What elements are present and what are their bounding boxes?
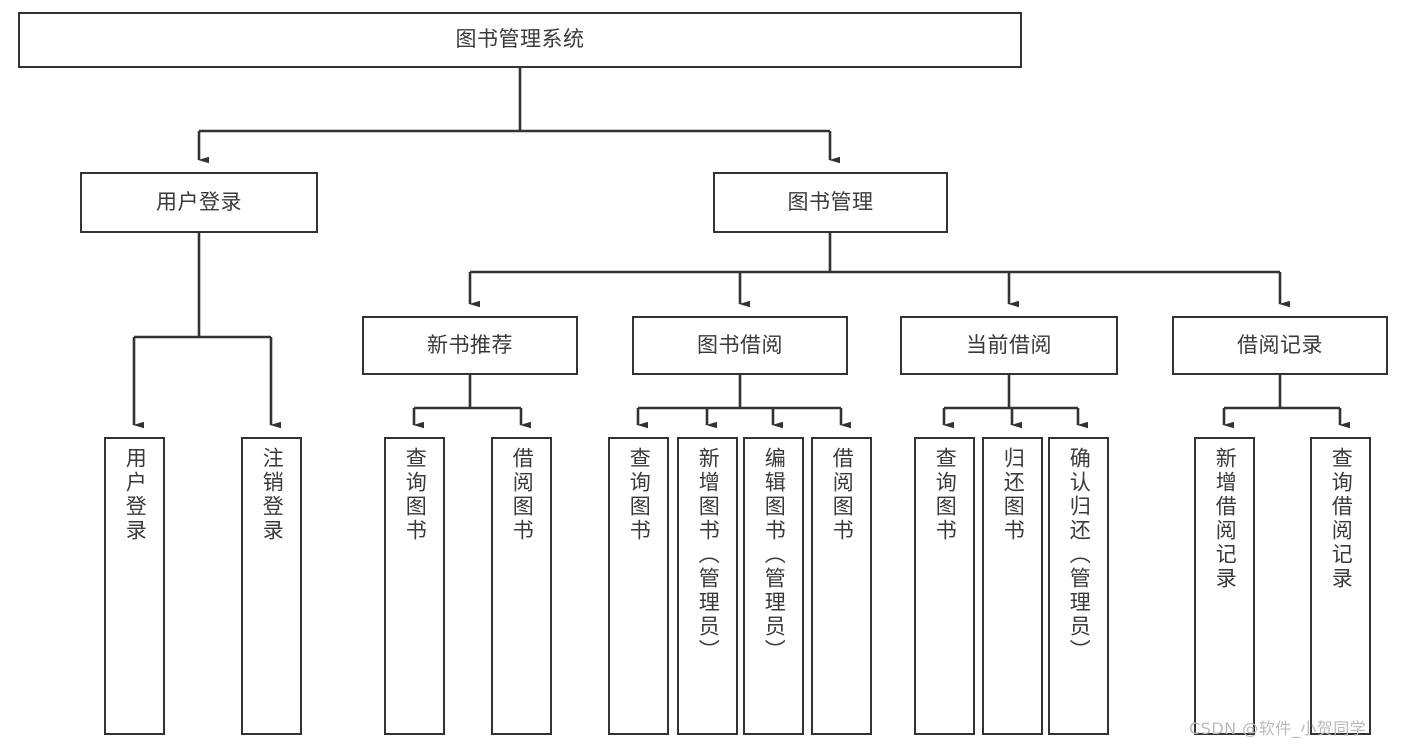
node-label: 图书管理系统 [455,27,585,52]
node-label: 借阅图书 [830,447,855,543]
leaf-borrow-add-book-admin[interactable]: 新增图书（管理员） [677,437,738,735]
node-label: 用户登录 [123,447,148,543]
node-label: 查询图书 [403,447,428,543]
node-user-login[interactable]: 用户登录 [80,172,318,233]
node-label: 当前借阅 [966,332,1052,357]
node-label: 查询图书 [933,447,958,543]
node-label: 用户登录 [156,189,242,214]
leaf-records-query-record[interactable]: 查询借阅记录 [1310,437,1371,735]
leaf-user-login-signin[interactable]: 用户登录 [104,437,165,735]
leaf-current-return-book[interactable]: 归还图书 [982,437,1043,735]
node-label: 借阅记录 [1237,332,1323,357]
node-label: 图书管理 [787,189,874,214]
node-label: 新增图书（管理员） [696,447,721,663]
node-label: 图书借阅 [697,332,783,357]
leaf-new-books-borrow-book[interactable]: 借阅图书 [491,437,552,735]
leaf-borrow-query-book[interactable]: 查询图书 [608,437,669,735]
node-label: 借阅图书 [510,447,535,543]
node-borrowing-records[interactable]: 借阅记录 [1172,316,1388,375]
node-label: 确认归还（管理员） [1067,447,1092,663]
node-label: 查询借阅记录 [1329,447,1354,591]
node-label: 归还图书 [1001,447,1026,543]
node-current-borrowing[interactable]: 当前借阅 [900,316,1118,375]
node-book-management[interactable]: 图书管理 [713,172,948,233]
leaf-current-query-book[interactable]: 查询图书 [914,437,975,735]
node-new-book-recommendation[interactable]: 新书推荐 [362,316,578,375]
leaf-borrow-borrow-book[interactable]: 借阅图书 [811,437,872,735]
node-root-book-management-system[interactable]: 图书管理系统 [18,12,1022,68]
leaf-borrow-edit-book-admin[interactable]: 编辑图书（管理员） [743,437,804,735]
node-label: 查询图书 [627,447,652,543]
leaf-current-confirm-return-admin[interactable]: 确认归还（管理员） [1048,437,1109,735]
leaf-records-add-record[interactable]: 新增借阅记录 [1194,437,1255,735]
node-label: 注销登录 [260,447,285,543]
leaf-new-books-query-book[interactable]: 查询图书 [384,437,445,735]
node-label: 新增借阅记录 [1213,447,1238,591]
node-book-borrowing[interactable]: 图书借阅 [632,316,848,375]
node-label: 新书推荐 [427,332,513,357]
leaf-user-login-signout[interactable]: 注销登录 [241,437,302,735]
node-label: 编辑图书（管理员） [762,447,787,663]
